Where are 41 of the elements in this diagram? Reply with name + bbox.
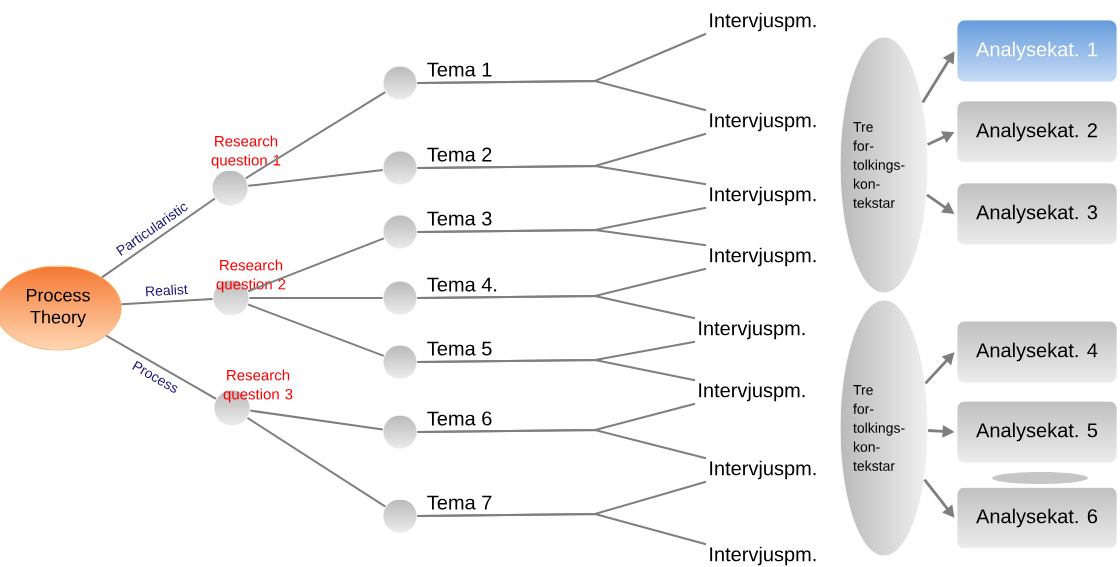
question-text: Intervjuspm. — [710, 12, 816, 32]
node-label: Tema 1 — [427, 62, 492, 77]
connector — [416, 513, 707, 546]
connector — [247, 169, 384, 187]
node-label: Tema 2 — [427, 147, 492, 162]
connector — [246, 416, 387, 508]
connector — [120, 298, 214, 306]
edge-label: Realist — [142, 281, 191, 299]
node-label: Tema 4. — [427, 277, 497, 292]
connector — [416, 165, 707, 186]
node-label: Tema 3 — [427, 211, 492, 226]
connector — [105, 334, 218, 400]
node-label: Tema 7 — [427, 495, 492, 510]
connector — [416, 80, 707, 112]
connector — [416, 295, 696, 320]
question-text: Intervjuspm. — [699, 382, 805, 402]
connector — [248, 297, 384, 299]
connector — [416, 359, 696, 382]
category-box: Analysekat. 6 — [956, 486, 1118, 550]
node-label: Research — [220, 259, 283, 271]
connector — [249, 409, 384, 431]
node-label: Tema 5 — [427, 341, 492, 356]
category-box: Analysekat. 1 — [956, 19, 1118, 83]
node-label: Research — [227, 369, 290, 381]
connector — [244, 91, 387, 180]
question-text: Intervjuspm. — [710, 186, 816, 206]
category-box: Analysekat. 5 — [956, 400, 1118, 464]
node-label: Tema 6 — [427, 411, 492, 426]
connector — [100, 197, 216, 279]
question-text: Intervjuspm. — [699, 320, 805, 340]
question-text: Intervjuspm. — [710, 247, 816, 267]
connector — [416, 229, 707, 247]
category-box: Analysekat. 2 — [956, 100, 1118, 164]
connector — [247, 303, 385, 357]
category-box: Analysekat. 4 — [956, 320, 1118, 384]
question-text: Intervjuspm. — [710, 460, 816, 480]
connector — [247, 237, 385, 293]
question-text: Intervjuspm. — [710, 112, 816, 132]
category-box: Analysekat. 3 — [956, 182, 1118, 246]
connector — [416, 429, 707, 460]
question-text: Intervjuspm. — [710, 546, 816, 566]
